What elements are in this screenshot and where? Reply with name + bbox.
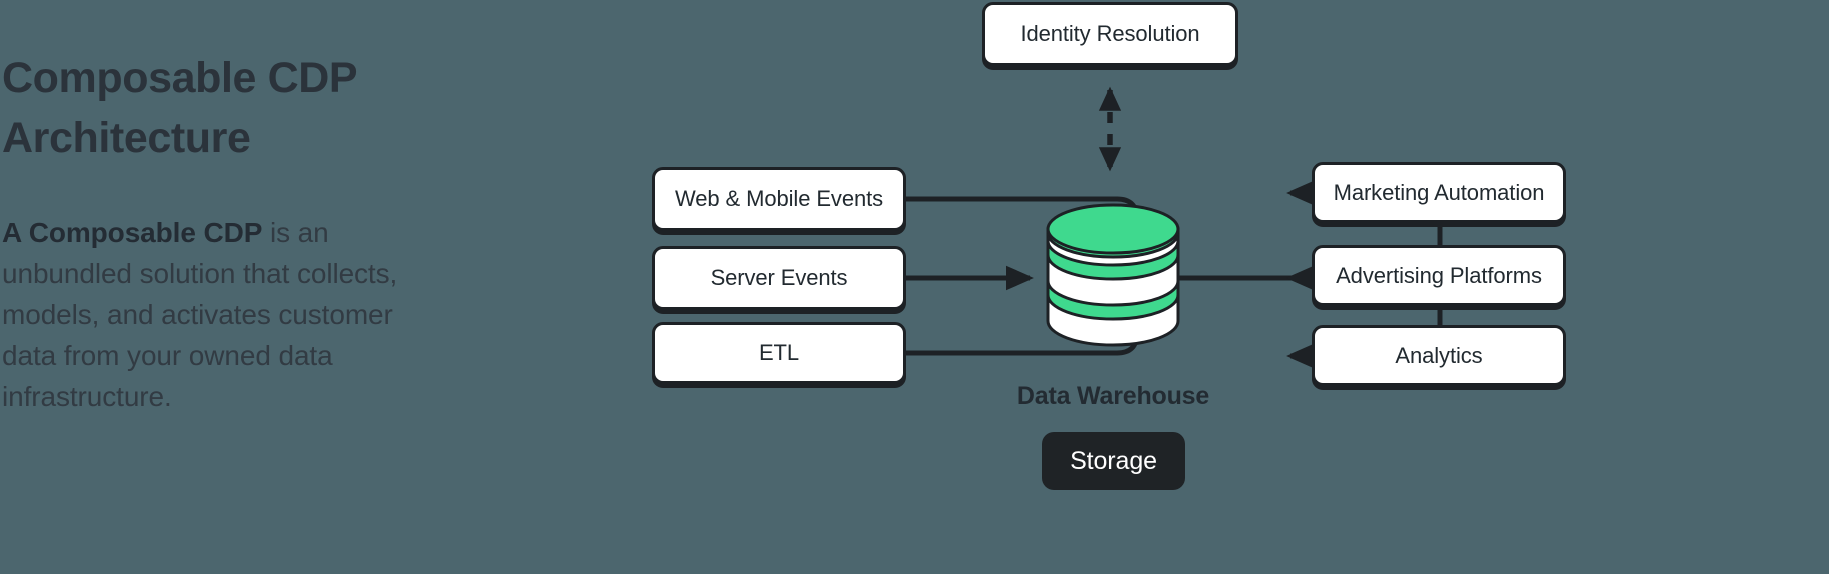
data-warehouse-label: Data Warehouse <box>1016 382 1210 410</box>
node-server-events[interactable]: Server Events <box>652 246 906 310</box>
intro-copy-block: Composable CDP Architecture A Composable… <box>0 0 440 574</box>
node-advertising-platforms[interactable]: Advertising Platforms <box>1312 245 1566 306</box>
node-analytics[interactable]: Analytics <box>1312 325 1566 386</box>
page-title: Composable CDP Architecture <box>2 54 357 162</box>
node-etl[interactable]: ETL <box>652 322 906 384</box>
intro-paragraph: A Composable CDP is an unbundled solutio… <box>2 212 402 417</box>
node-web-mobile-events[interactable]: Web & Mobile Events <box>652 167 906 231</box>
database-cylinder-icon <box>1046 203 1180 347</box>
intro-paragraph-rest: is an unbundled solution that collects, … <box>2 217 398 412</box>
node-marketing-automation[interactable]: Marketing Automation <box>1312 162 1566 223</box>
intro-paragraph-lead: A Composable CDP <box>2 217 263 248</box>
node-identity-resolution[interactable]: Identity Resolution <box>982 2 1238 66</box>
storage-badge: Storage <box>1042 432 1185 490</box>
